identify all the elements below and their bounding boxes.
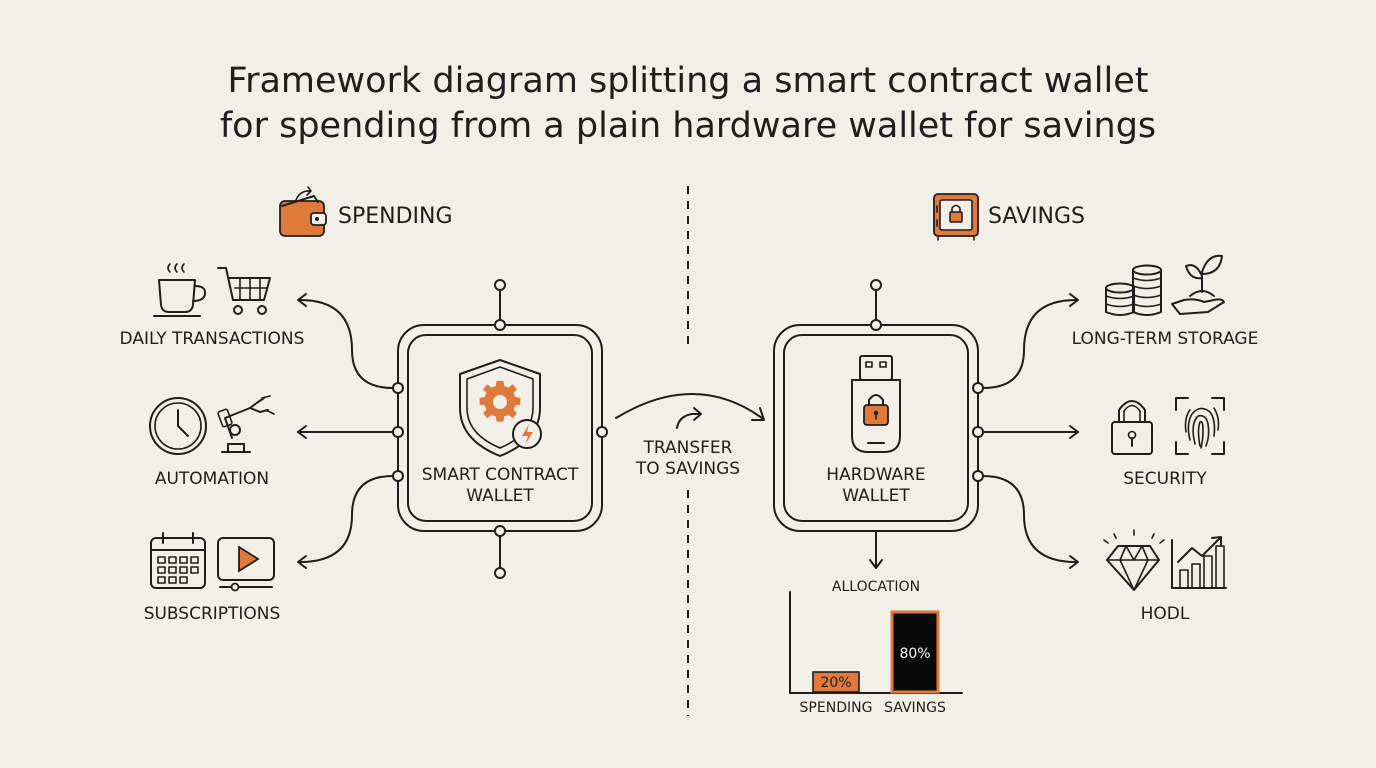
- item-label-long-term-storage: LONG-TERM STORAGE: [1072, 329, 1259, 349]
- hardware-wallet-hub: HARDWARE WALLET: [773, 279, 984, 569]
- savings-heading-label: SAVINGS: [988, 204, 1085, 229]
- item-label-daily-transactions: DAILY TRANSACTIONS: [120, 329, 305, 349]
- savings-item-hodl: HODL: [1103, 529, 1227, 624]
- wallet-icon: [279, 186, 327, 237]
- allocation-bar-savings: [890, 610, 940, 694]
- transfer-label-line-2: TO SAVINGS: [635, 459, 740, 479]
- item-label-security: SECURITY: [1123, 469, 1207, 489]
- spending-item-subscriptions: SUBSCRIPTIONS: [144, 532, 281, 624]
- diamond-icon: [1103, 529, 1165, 591]
- hub-spending-line-2: WALLET: [466, 486, 534, 506]
- plant-hand-icon: [1171, 254, 1225, 315]
- fingerprint-icon: [1175, 397, 1225, 455]
- spending-heading: SPENDING: [279, 186, 453, 237]
- safe-icon: [933, 193, 979, 241]
- allocation-value-savings: 80%: [899, 646, 930, 662]
- savings-item-long-term-storage: LONG-TERM STORAGE: [1072, 254, 1259, 349]
- hub-savings-line-2: WALLET: [842, 486, 910, 506]
- shield-gear-icon: [459, 359, 542, 457]
- allocation-label-savings: SAVINGS: [884, 700, 946, 716]
- savings-item-security: SECURITY: [1111, 397, 1225, 489]
- calendar-icon: [150, 532, 206, 589]
- spending-heading-label: SPENDING: [338, 204, 453, 229]
- savings-heading: SAVINGS: [933, 193, 1085, 241]
- allocation-chart: ALLOCATION 20% SPENDING 80% SAVINGS: [789, 579, 963, 716]
- allocation-value-spending: 20%: [820, 675, 851, 691]
- item-label-automation: AUTOMATION: [155, 469, 269, 489]
- title-line-2: for spending from a plain hardware walle…: [220, 106, 1156, 146]
- robot-arm-icon: [217, 395, 275, 453]
- transfer-arrow: TRANSFER TO SAVINGS: [615, 393, 765, 479]
- padlock-icon: [1111, 400, 1153, 455]
- smart-contract-wallet-hub: SMART CONTRACT WALLET: [392, 279, 608, 579]
- hub-savings-line-1: HARDWARE: [826, 465, 925, 485]
- shopping-cart-icon: [217, 267, 271, 315]
- clock-icon: [149, 397, 207, 455]
- item-label-hodl: HODL: [1141, 604, 1190, 624]
- curved-arrow-icon: [676, 407, 702, 429]
- usb-lock-icon: [851, 355, 901, 453]
- spending-item-daily-transactions: DAILY TRANSACTIONS: [120, 263, 305, 349]
- video-play-icon: [217, 537, 275, 592]
- savings-connectors: [982, 293, 1079, 569]
- item-label-subscriptions: SUBSCRIPTIONS: [144, 604, 281, 624]
- hub-spending-line-1: SMART CONTRACT: [422, 465, 579, 485]
- growth-chart-icon: [1171, 536, 1227, 589]
- title-line-1: Framework diagram splitting a smart cont…: [228, 61, 1149, 101]
- spending-item-automation: AUTOMATION: [149, 395, 275, 489]
- coin-stack-icon: [1105, 264, 1162, 316]
- allocation-title: ALLOCATION: [832, 579, 920, 595]
- allocation-label-spending: SPENDING: [800, 700, 873, 716]
- spending-connectors: [297, 293, 394, 569]
- coffee-cup-icon: [153, 263, 207, 317]
- transfer-label-line-1: TRANSFER: [643, 438, 733, 458]
- allocation-bar-spending: [812, 671, 860, 693]
